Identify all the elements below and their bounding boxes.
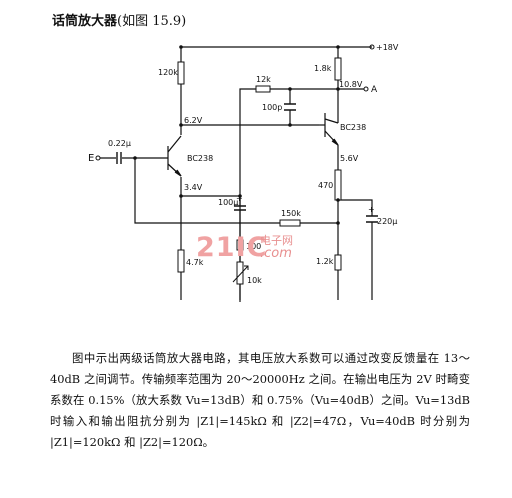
label-q1: BC238 [187,154,213,163]
watermark-logo: 21IC 电子网 .com [196,232,336,266]
junction-dots [133,45,340,225]
title-ref: (如图 15.9) [117,14,187,29]
label-120k: 120k [158,68,178,77]
capacitor-100p [284,103,296,111]
watermark-top: 电子网 [260,234,293,247]
input-terminal [95,155,101,161]
transistor-q2 [319,113,339,146]
label-1k8: 1.8k [314,64,332,73]
diagram-title: 话筒放大器(如图 15.9) [52,10,186,29]
description-text: 图中示出两级话筒放大器电路，其电压放大系数可以通过改变反馈量在 13～40dB … [50,351,470,449]
label-100u-plus: + [236,194,243,203]
resistor-1k8 [334,57,342,81]
label-100: 100 [246,242,261,251]
watermark-bottom: .com [260,246,292,261]
transistor-q1 [167,135,182,177]
output-node [336,87,340,91]
watermark-big: 21IC [196,232,268,263]
label-470: 470 [318,181,333,190]
capacitor-100u [234,205,246,211]
supply-terminal [369,44,375,50]
label-10k: 10k [247,276,262,285]
label-3v4: 3.4V [184,183,203,192]
capacitor-0-22u [116,152,122,164]
label-220u: 220μ [377,217,397,226]
potentiometer-arrow [232,265,249,283]
wire-220u [338,199,373,300]
label-6v2: 6.2V [184,116,203,125]
label-1k2: 1.2k [316,257,334,266]
wire-feedback-lower [134,158,338,224]
potentiometer-10k [236,261,244,285]
label-5v6: 5.6V [340,154,359,163]
output-label: A [371,85,378,95]
supply-label: +18V [376,43,399,52]
resistor-120k [177,61,185,85]
capacitor-220u [366,215,378,223]
resistor-470 [334,169,342,201]
resistor-100 [236,239,244,251]
label-10v8: 10.8V [339,80,363,89]
label-q2: BC238 [340,123,366,132]
label-100u: 100μ [218,198,238,207]
resistor-12k [255,85,271,93]
label-150k: 150k [281,209,301,218]
resistor-4k7 [177,249,185,273]
resistor-1k2 [334,254,342,271]
output-terminal [363,86,369,92]
label-100p: 100p [262,103,282,112]
wire-12k-top [239,88,338,302]
label-220u-plus: + [368,205,375,214]
label-0-22u: 0.22μ [108,139,131,148]
circuit-schematic: +18V 120k 6.2V BC238 3.4V E 0.22μ 4.7k 1… [88,43,399,302]
input-label: E [88,153,94,164]
label-4k7: 4.7k [186,258,204,267]
resistor-150k [279,219,301,227]
label-12k: 12k [256,75,271,84]
title-main: 话筒放大器 [52,14,118,29]
